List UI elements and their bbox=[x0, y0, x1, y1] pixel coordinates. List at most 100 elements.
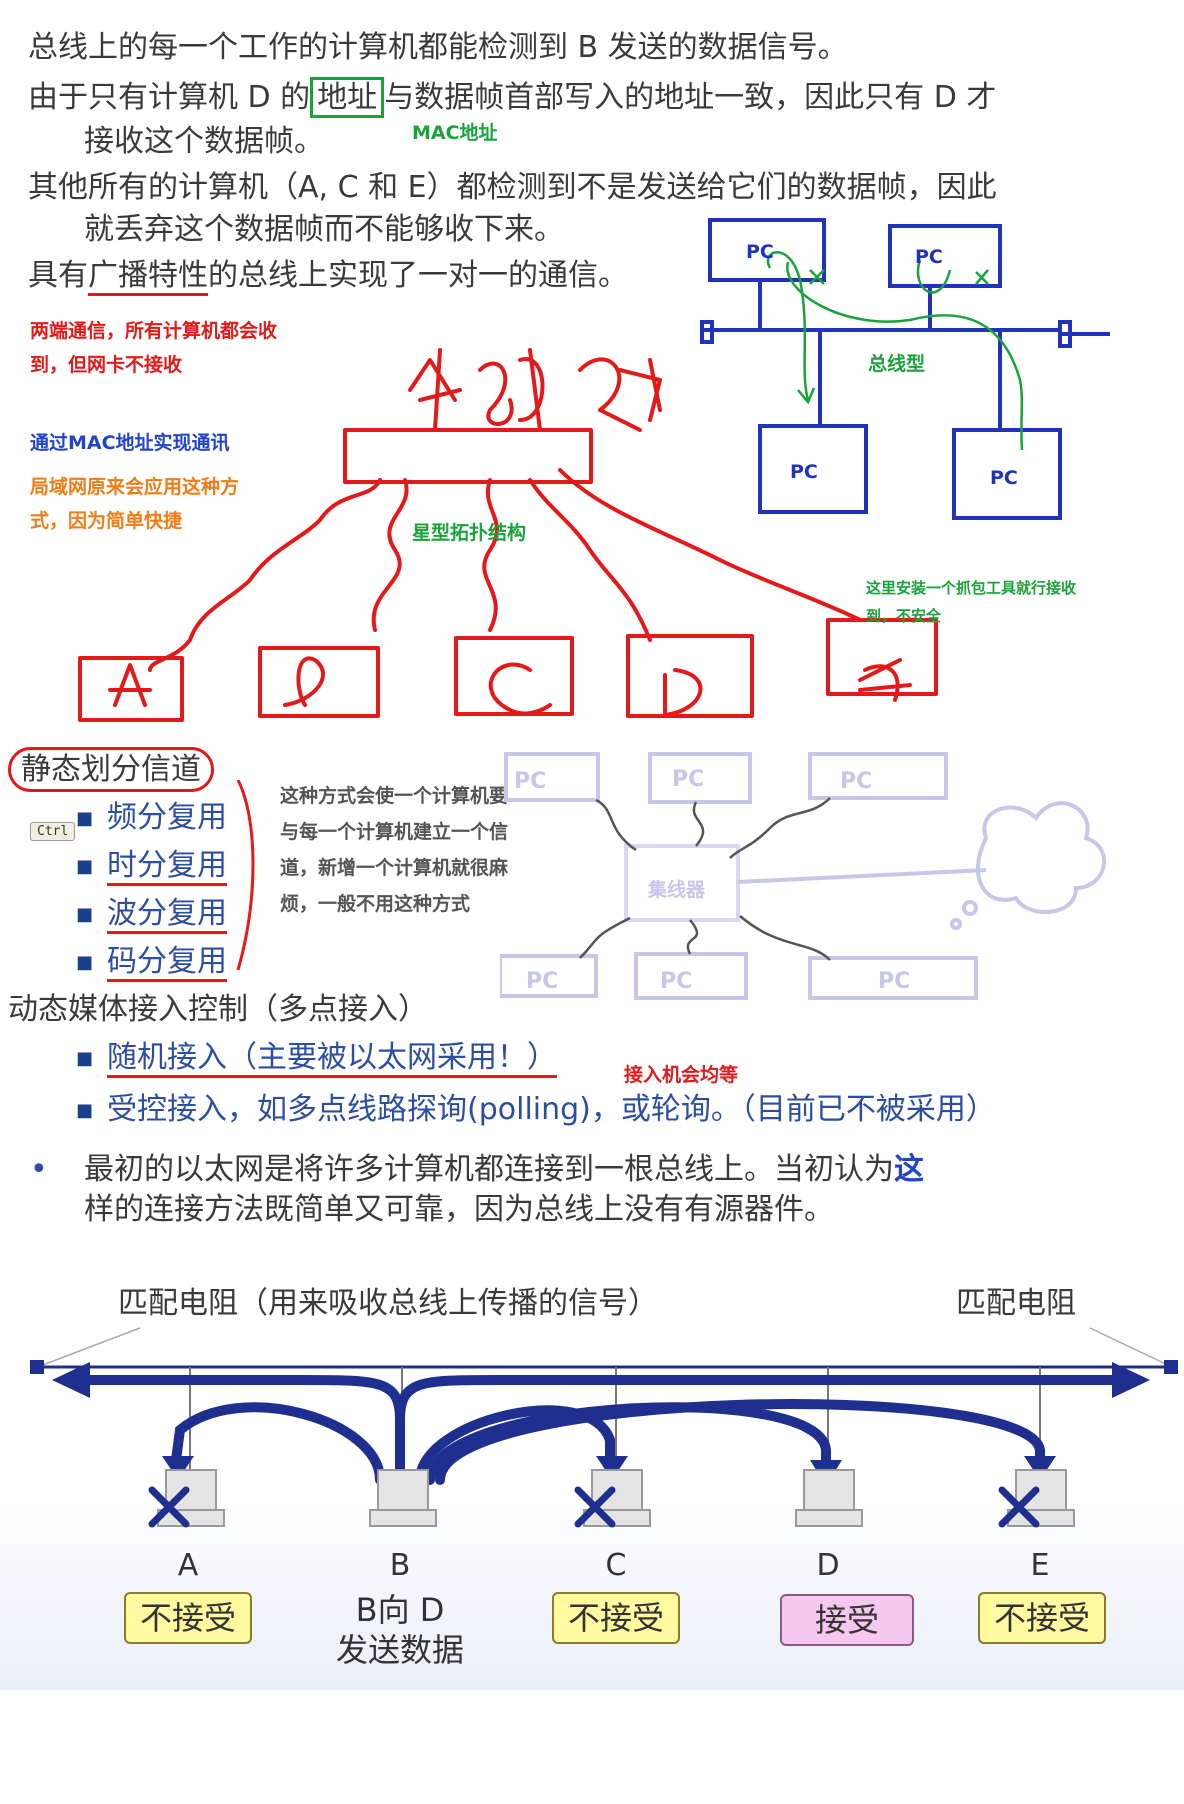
channel-item-tdm-label: 时分复用 bbox=[107, 848, 228, 886]
lan-note: 局域网原来会应用这种方 式，因为简单快捷 bbox=[30, 470, 239, 538]
status-badge-d: 接受 bbox=[780, 1594, 914, 1646]
line-6: 具有广播特性的总线上实现了一对一的通信。 bbox=[28, 256, 628, 296]
bus-type-label: 总线型 bbox=[868, 352, 925, 375]
hub-pc-label-4: PC bbox=[526, 969, 558, 994]
ctrl-key-badge: Ctrl bbox=[30, 822, 76, 841]
address-boxed: 地址 bbox=[310, 77, 385, 118]
broadcast-bus-diagram bbox=[30, 1327, 1178, 1528]
sniffing-note-line-2: 到，不安全 bbox=[866, 607, 942, 625]
star-node-box-3 bbox=[454, 636, 574, 716]
hub-pc-label-5: PC bbox=[660, 969, 692, 994]
line-4: 其他所有的计算机（A, C 和 E）都检测到不是发送给它们的数据帧，因此 bbox=[28, 170, 997, 205]
line-2-part-a: 由于只有计算机 D 的 bbox=[28, 80, 311, 115]
line-3: 接收这个数据帧。 bbox=[84, 124, 324, 159]
reject-mark-a bbox=[148, 1486, 190, 1528]
hub-pc-label-6: PC bbox=[878, 969, 910, 994]
bus-pc-label-2: PC bbox=[915, 246, 943, 268]
controlled-access-label: 受控接入，如多点线路探询(polling)，或轮询。（目前已不被采用） bbox=[107, 1092, 996, 1127]
static-channel-heading-text: 静态划分信道 bbox=[8, 747, 214, 792]
channel-bracket bbox=[236, 780, 255, 971]
lan-note-line-1: 局域网原来会应用这种方 bbox=[30, 476, 240, 498]
channel-item-fdm: 频分复用 bbox=[76, 798, 227, 839]
line-1: 总线上的每一个工作的计算机都能检测到 B 发送的数据信号。 bbox=[28, 30, 848, 65]
controlled-access-item: 受控接入，如多点线路探询(polling)，或轮询。（目前已不被采用） bbox=[76, 1090, 996, 1131]
sender-caption: B向 D 发送数据 bbox=[300, 1590, 500, 1670]
hub-pc-box-6 bbox=[808, 956, 978, 1000]
channel-item-cdm: 码分复用 bbox=[76, 942, 228, 983]
bus-pc-box-2 bbox=[888, 224, 1002, 288]
ethernet-note-line-1a: 最初的以太网是将许多计算机都连接到一根总线上。当初认为 bbox=[84, 1152, 894, 1187]
mac-address-note: MAC地址 bbox=[412, 122, 498, 144]
station-letter-d: D bbox=[816, 1548, 840, 1583]
channel-item-wdm-label: 波分复用 bbox=[107, 896, 228, 934]
star-node-box-4 bbox=[626, 634, 754, 718]
broadcast-note: 两端通信，所有计算机都会收 到，但网卡不接收 bbox=[30, 314, 277, 382]
random-access-item: 随机接入（主要被以太网采用！） bbox=[76, 1038, 558, 1079]
reject-mark-c bbox=[574, 1486, 616, 1528]
star-node-box-5 bbox=[826, 618, 938, 696]
hub-pc-box-2 bbox=[648, 752, 752, 804]
ethernet-note-line-2: 样的连接方法既简单又可靠，因为总线上没有有源器件。 bbox=[84, 1192, 834, 1227]
status-badge-a: 不接受 bbox=[124, 1592, 252, 1644]
handwritten-title-scribble bbox=[408, 348, 662, 432]
status-badge-e: 不接受 bbox=[978, 1592, 1106, 1644]
static-channel-heading: 静态划分信道 bbox=[8, 747, 214, 792]
line-6-part-b: 的总线上实现了一对一的通信。 bbox=[208, 258, 628, 293]
mac-communication-note: 通过MAC地址实现通讯 bbox=[30, 432, 230, 454]
bus-pc-label-3: PC bbox=[790, 461, 818, 483]
bus-terminator-right bbox=[1058, 320, 1072, 348]
star-topology-caption: 星型拓扑结构 bbox=[412, 522, 527, 544]
hub-pc-label-3: PC bbox=[840, 769, 872, 794]
bus-pc-label-1: PC bbox=[746, 241, 774, 263]
line-2: 由于只有计算机 D 的地址与数据帧首部写入的地址一致，因此只有 D 才 bbox=[28, 77, 997, 118]
sniffing-note: 这里安装一个抓包工具就行接收 到，不安全 bbox=[866, 574, 1076, 630]
sniffing-note-line-1: 这里安装一个抓包工具就行接收 bbox=[866, 579, 1077, 597]
hub-pc-box-1 bbox=[504, 752, 600, 802]
star-hub-box bbox=[343, 428, 593, 484]
hub-box bbox=[624, 844, 740, 922]
channel-item-tdm: 时分复用 bbox=[76, 846, 228, 887]
bus-pc-box-4 bbox=[952, 428, 1062, 520]
bus-pc-box-3 bbox=[758, 424, 868, 514]
random-access-label: 随机接入（主要被以太网采用！） bbox=[107, 1040, 558, 1078]
line-5: 就丢弃这个数据帧而不能够收下来。 bbox=[84, 212, 564, 247]
station-letter-e: E bbox=[1030, 1548, 1050, 1583]
sender-caption-line-2: 发送数据 bbox=[335, 1631, 464, 1669]
channel-item-cdm-label: 码分复用 bbox=[107, 944, 228, 982]
bus-topology-diagram: PC PC PC PC 总线型 bbox=[700, 218, 1110, 520]
bus-pc-label-4: PC bbox=[990, 467, 1018, 489]
line-2-part-b: 与数据帧首部写入的地址一致，因此只有 D 才 bbox=[384, 80, 997, 115]
lan-note-line-2: 式，因为简单快捷 bbox=[30, 510, 183, 532]
broadcast-note-line-2: 到，但网卡不接收 bbox=[30, 354, 183, 376]
hub-pc-box-5 bbox=[634, 952, 748, 1000]
hub-diagram: PC PC PC PC PC PC 集线器 bbox=[500, 752, 1106, 1000]
star-topology-sketch: 星型拓扑结构 bbox=[78, 348, 938, 722]
station-letter-c: C bbox=[605, 1548, 627, 1583]
hub-pc-label-2: PC bbox=[672, 767, 704, 792]
ethernet-note-bullet: • bbox=[30, 1152, 48, 1187]
ethernet-note-line-1b: 这 bbox=[894, 1152, 924, 1187]
hub-pc-label-1: PC bbox=[514, 769, 546, 794]
line-6-part-a: 具有 bbox=[28, 258, 88, 293]
bus-terminator-left bbox=[700, 320, 714, 344]
channel-item-fdm-label: 频分复用 bbox=[107, 800, 228, 835]
hub-pc-box-3 bbox=[808, 752, 948, 800]
bus-pc-box-1 bbox=[708, 218, 826, 282]
reject-mark-e bbox=[998, 1486, 1040, 1528]
hub-label: 集线器 bbox=[647, 878, 706, 901]
star-node-box-1 bbox=[78, 656, 184, 722]
terminator-left-label: 匹配电阻（用来吸收总线上传播的信号） bbox=[118, 1286, 658, 1321]
equal-access-note: 接入机会均等 bbox=[624, 1064, 739, 1086]
static-channel-note: 这种方式会使一个计算机要与每一个计算机建立一个信道，新增一个计算机就很麻烦，一般… bbox=[280, 785, 509, 915]
station-letter-a: A bbox=[177, 1548, 199, 1583]
hub-pc-box-4 bbox=[500, 954, 598, 998]
terminator-right-label: 匹配电阻 bbox=[956, 1286, 1076, 1321]
ethernet-note-line-1: 最初的以太网是将许多计算机都连接到一根总线上。当初认为这 bbox=[84, 1150, 924, 1190]
status-badge-c: 不接受 bbox=[552, 1592, 680, 1644]
sender-caption-line-1: B向 D bbox=[355, 1591, 445, 1629]
star-node-box-2 bbox=[258, 646, 380, 718]
broadcast-underlined: 广播特性 bbox=[88, 258, 208, 296]
broadcast-note-line-1: 两端通信，所有计算机都会收 bbox=[30, 320, 278, 342]
channel-item-wdm: 波分复用 bbox=[76, 894, 228, 935]
dynamic-access-heading: 动态媒体接入控制（多点接入） bbox=[8, 992, 428, 1027]
